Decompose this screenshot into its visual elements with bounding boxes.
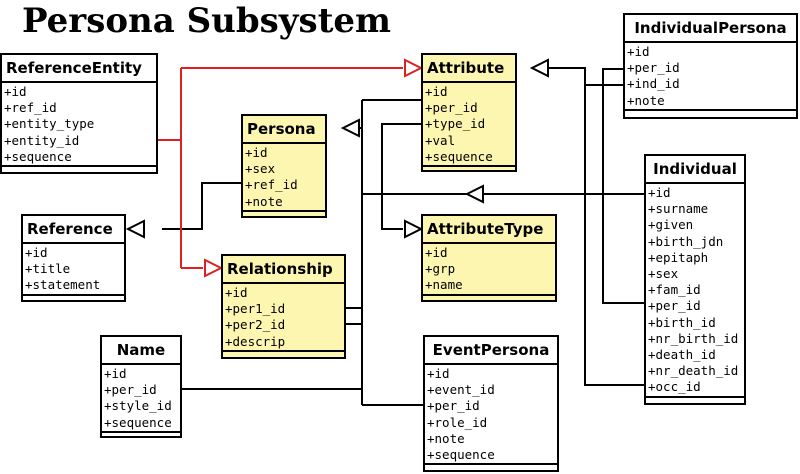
- individualpersona-per-link: [584, 84, 644, 386]
- attributetype-arrowhead: [404, 219, 424, 239]
- entity-name[interactable]: Name +id +per_id +style_id +sequence: [100, 335, 182, 438]
- field-list: +id +sex +ref_id +note: [243, 144, 325, 212]
- field: +statement: [25, 277, 101, 293]
- field: +title: [25, 261, 71, 277]
- field: +sex: [648, 266, 679, 282]
- field: +descrip: [225, 333, 286, 349]
- field-list: +id +event_id +per_id +role_id +note +se…: [425, 365, 557, 466]
- field: +event_id: [427, 382, 495, 398]
- field: +per1_id: [225, 301, 286, 317]
- field: +ref_id: [245, 177, 298, 193]
- entity-header: Reference: [23, 216, 124, 244]
- field: +note: [627, 92, 665, 108]
- field: +per_id: [427, 398, 480, 414]
- field: +role_id: [427, 414, 488, 430]
- entity-reference[interactable]: Reference +id +title +statement: [21, 214, 126, 302]
- field: +birth_jdn: [648, 233, 724, 249]
- field: +surname: [648, 201, 709, 217]
- persona-arrowhead: [340, 118, 360, 138]
- field: +note: [427, 430, 465, 446]
- attributetype-link: [381, 123, 421, 230]
- field: +per_id: [104, 382, 157, 398]
- field: +per_id: [425, 100, 478, 116]
- entity-header: Individual: [646, 156, 744, 184]
- attribute-arrowhead-left: [404, 58, 424, 78]
- entity-header: Name: [102, 337, 180, 365]
- field: +entity_type: [4, 116, 95, 132]
- field-list: +id +per_id +type_id +val +sequence: [423, 83, 515, 168]
- field-list: +id +title +statement: [23, 244, 124, 296]
- field-list: +id +grp +name: [423, 244, 555, 296]
- field-list: +id +per1_id +per2_id +descrip: [223, 284, 344, 352]
- field: +entity_id: [4, 132, 80, 148]
- field: +sequence: [104, 414, 172, 430]
- field-list: +id +surname +given +birth_jdn +epitaph …: [646, 184, 744, 398]
- field: +per2_id: [225, 317, 286, 333]
- entity-event-persona[interactable]: EventPersona +id +event_id +per_id +role…: [423, 335, 559, 472]
- entity-individual[interactable]: Individual +id +surname +given +birth_jd…: [644, 154, 746, 405]
- field: +sex: [245, 161, 276, 177]
- attribute-arrowhead-right: [529, 58, 549, 78]
- field: +sequence: [425, 148, 493, 164]
- field: +id: [427, 366, 450, 381]
- field: +sequence: [427, 447, 495, 463]
- field: +type_id: [425, 116, 486, 132]
- entity-relationship[interactable]: Relationship +id +per1_id +per2_id +desc…: [221, 254, 346, 359]
- entity-header: Persona: [243, 116, 325, 144]
- entity-header: AttributeType: [423, 216, 555, 244]
- entity-individual-persona[interactable]: IndividualPersona +id +per_id +ind_id +n…: [623, 13, 798, 119]
- field: +ref_id: [4, 100, 57, 116]
- field: +id: [648, 185, 671, 200]
- field: +id: [104, 366, 127, 381]
- field: +note: [245, 193, 283, 209]
- persona-ref-link: [162, 182, 243, 230]
- individualpersona-attribute-link: [532, 67, 586, 194]
- field: +given: [648, 217, 694, 233]
- field: +per_id: [648, 298, 701, 314]
- entity-attribute[interactable]: Attribute +id +per_id +type_id +val +seq…: [421, 53, 517, 172]
- field: +style_id: [104, 398, 172, 414]
- field: +id: [4, 84, 27, 99]
- entity-header: Relationship: [223, 256, 344, 284]
- field: +id: [245, 145, 268, 160]
- field: +id: [425, 84, 448, 99]
- diagram-title: Persona Subsystem: [22, 1, 392, 41]
- field: +occ_id: [648, 379, 701, 395]
- field: +nr_birth_id: [648, 330, 739, 346]
- field: +sequence: [4, 148, 72, 164]
- field: +id: [225, 285, 248, 300]
- field: +name: [425, 277, 463, 293]
- field: +per_id: [627, 60, 680, 76]
- entity-header: ReferenceEntity: [2, 55, 156, 83]
- field: +nr_death_id: [648, 363, 739, 379]
- entity-attribute-type[interactable]: AttributeType +id +grp +name: [421, 214, 557, 302]
- field: +val: [425, 132, 456, 148]
- reference-arrowhead: [125, 219, 145, 239]
- entity-header: Attribute: [423, 55, 515, 83]
- persona-arrowhead-mid: [464, 184, 484, 204]
- relationship-arrowhead: [204, 258, 224, 278]
- field: +death_id: [648, 347, 716, 363]
- entity-header: IndividualPersona: [625, 15, 796, 43]
- field: +id: [25, 245, 48, 260]
- entity-header: EventPersona: [425, 337, 557, 365]
- individualpersona-ind-link: [602, 68, 644, 304]
- field: +fam_id: [648, 282, 701, 298]
- relationship-per-links: [346, 307, 362, 325]
- field-list: +id +per_id +ind_id +note: [625, 43, 796, 111]
- field-list: +id +per_id +style_id +sequence: [102, 365, 180, 433]
- field: +birth_id: [648, 314, 716, 330]
- entity-persona[interactable]: Persona +id +sex +ref_id +note: [241, 114, 327, 218]
- field-list: +id +ref_id +entity_type +entity_id +seq…: [2, 83, 156, 168]
- field: +id: [627, 44, 650, 59]
- field: +grp: [425, 261, 456, 277]
- field: +ind_id: [627, 76, 680, 92]
- entity-reference-entity[interactable]: ReferenceEntity +id +ref_id +entity_type…: [0, 53, 158, 174]
- field: +id: [425, 245, 448, 260]
- field: +epitaph: [648, 249, 709, 265]
